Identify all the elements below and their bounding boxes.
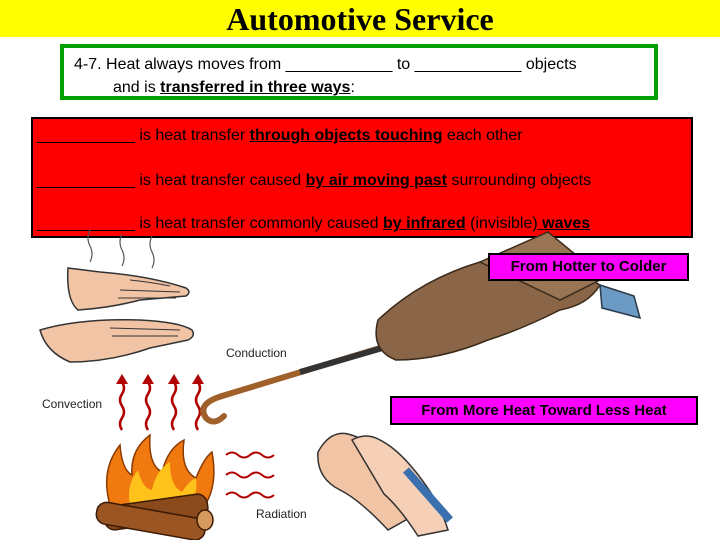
method-conduction: ___________ is heat transfer through obj… bbox=[37, 127, 523, 145]
more-to-less-heat-callout: From More Heat Toward Less Heat bbox=[390, 396, 698, 425]
question-line-1: 4-7. Heat always moves from ____________… bbox=[74, 56, 577, 73]
method-blank: ___________ bbox=[37, 172, 135, 189]
method-emphasis: by infrared bbox=[383, 215, 466, 232]
method-text: is heat transfer commonly caused bbox=[134, 215, 383, 232]
method-convection: ___________ is heat transfer caused by a… bbox=[37, 172, 591, 190]
method-text-end: each other bbox=[442, 127, 523, 144]
question-emphasis: transferred in three ways bbox=[160, 79, 351, 96]
question-box: 4-7. Heat always moves from ____________… bbox=[60, 44, 658, 100]
method-emphasis-2: waves bbox=[537, 215, 591, 232]
method-blank: ___________ bbox=[37, 215, 135, 232]
heat-wave-lines-icon bbox=[87, 229, 155, 269]
question-line-2-prefix: and is bbox=[113, 79, 161, 96]
method-text: is heat transfer caused bbox=[134, 172, 306, 189]
convection-arrows-icon bbox=[116, 374, 204, 431]
method-text-end: surrounding objects bbox=[447, 172, 592, 189]
gloved-hand-icon bbox=[375, 231, 642, 361]
method-blank: ___________ bbox=[37, 127, 135, 144]
heat-transfer-methods-box: ___________ is heat transfer through obj… bbox=[31, 117, 693, 238]
warming-hands-icon bbox=[317, 432, 454, 537]
question-line-2: and is transferred in three ways: bbox=[113, 79, 355, 97]
method-emphasis: by air moving past bbox=[305, 172, 448, 189]
method-emphasis: through objects touching bbox=[249, 127, 443, 144]
lower-hand-icon bbox=[39, 318, 195, 363]
method-text-mid: (invisible) bbox=[465, 215, 538, 232]
radiation-label: Radiation bbox=[256, 507, 307, 521]
method-text: is heat transfer bbox=[134, 127, 250, 144]
method-radiation: ___________ is heat transfer commonly ca… bbox=[37, 215, 590, 233]
question-line-2-suffix: : bbox=[350, 79, 355, 96]
convection-label: Convection bbox=[42, 397, 103, 411]
page-title: Automotive Service bbox=[226, 1, 494, 37]
firewood-logs-icon bbox=[95, 493, 214, 540]
title-bar: Automotive Service bbox=[0, 0, 720, 37]
radiation-waves-icon bbox=[225, 451, 275, 499]
flame-icon bbox=[105, 433, 215, 506]
hotter-to-colder-callout: From Hotter to Colder bbox=[488, 253, 689, 281]
upper-hand-icon bbox=[66, 267, 190, 311]
conduction-label: Conduction bbox=[226, 346, 287, 360]
